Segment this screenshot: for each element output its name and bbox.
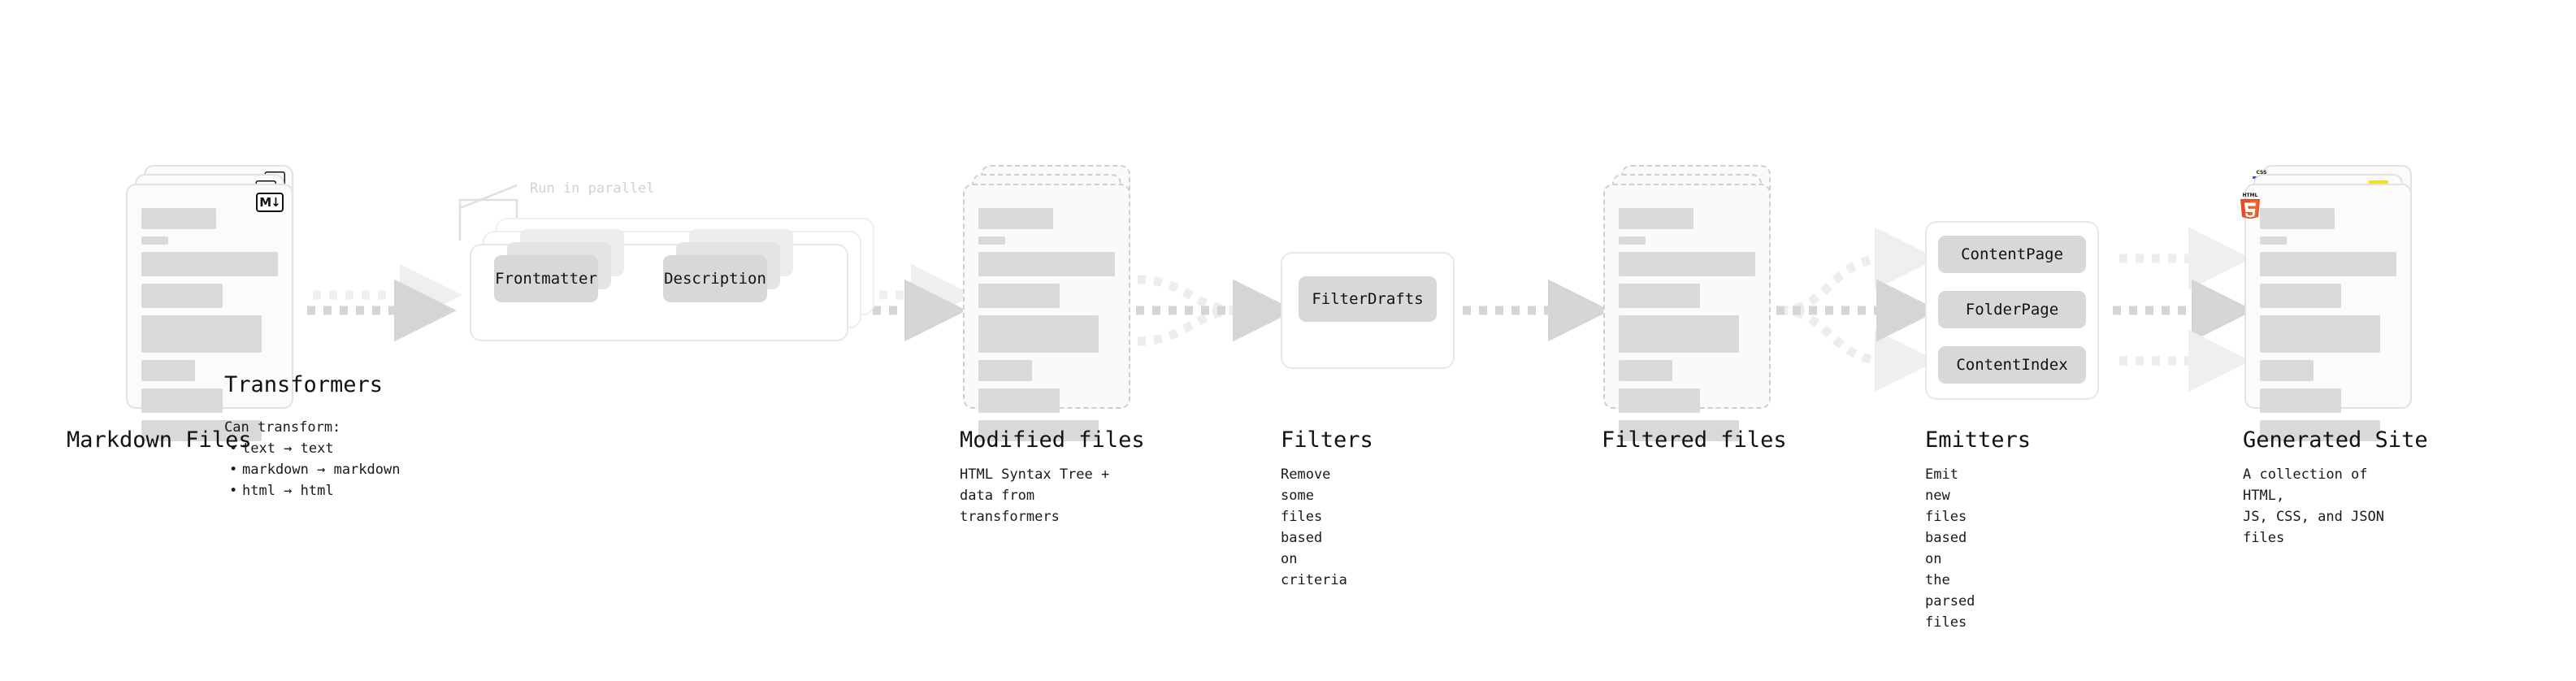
stage-subtitle-emitters: Emit new files based on the parsed files — [1925, 466, 1975, 631]
svg-text:HTML: HTML — [2243, 193, 2258, 198]
bullet-item: html → html — [229, 480, 400, 501]
emitter-chip-folderpage[interactable]: FolderPage — [1938, 291, 2086, 328]
emitter-chip-contentpage[interactable]: ContentPage — [1938, 236, 2086, 273]
transformer-chip-label: Frontmatter — [495, 270, 597, 288]
transformer-chip-description[interactable]: Description — [663, 255, 767, 302]
transformer-chip-label: Description — [664, 270, 766, 288]
bullets-lead: Can transform: — [224, 419, 341, 436]
site-card-front: HTML — [2240, 184, 2412, 441]
emitter-chip-label: ContentPage — [1961, 245, 2063, 263]
stage-title-transformers: Transformers — [224, 372, 384, 397]
stage-subtitle-modified-files: HTML Syntax Tree + data from transformer… — [960, 466, 1110, 525]
emitter-chip-label: FolderPage — [1965, 301, 2059, 319]
filtered-card-front — [1603, 184, 1771, 441]
file-content-bars — [1619, 208, 1758, 449]
arrow-emitters-to-site — [2113, 227, 2254, 393]
stage-filtered-files: Filtered files — [1602, 165, 1787, 453]
bullet-item: markdown → markdown — [229, 459, 401, 480]
file-content-bars — [978, 208, 1117, 449]
stage-subtitle-generated-site: A collection of HTML, JS, CSS, and JSON … — [2243, 466, 2384, 546]
bullet-item: text → text — [229, 438, 400, 459]
arrow-modified-to-filters — [1136, 275, 1295, 346]
file-content-bars — [2260, 208, 2399, 449]
html5-icon: HTML — [2238, 191, 2262, 219]
arrow-filtered-to-emitters — [1776, 227, 1939, 393]
stage-title-markdown-files: Markdown Files — [67, 427, 252, 453]
transformers-bullet-list: Can transform: text → text markdown → ma… — [224, 417, 400, 501]
stage-title-emitters: Emitters — [1925, 427, 2032, 453]
emitter-chip-contentindex[interactable]: ContentIndex — [1938, 346, 2086, 384]
stage-subtitle-filters: Remove some files based on criteria — [1281, 466, 1347, 588]
modified-card-front — [963, 184, 1130, 441]
stage-title-modified-files: Modified files — [960, 427, 1145, 453]
stage-modified-files: Modified files HTML Syntax Tree + data f… — [960, 165, 1145, 525]
stage-markdown-files: M↓ M↓ M↓ — [67, 165, 293, 453]
markdown-card-stack: M↓ M↓ M↓ — [126, 165, 293, 441]
emitter-chip-label: ContentIndex — [1956, 356, 2068, 374]
modified-card-stack — [963, 165, 1130, 441]
stage-generated-site: CSS HTML — [2240, 165, 2428, 546]
transformer-chip-frontmatter[interactable]: Frontmatter — [494, 255, 598, 302]
markdown-card-front: M↓ — [126, 184, 293, 441]
filtered-card-stack — [1603, 165, 1771, 441]
filter-chip-filterdrafts[interactable]: FilterDrafts — [1299, 276, 1437, 322]
file-content-bars — [141, 208, 280, 449]
arrow-markdown-to-transformers — [307, 263, 462, 342]
site-card-stack: CSS HTML — [2240, 165, 2412, 441]
markdown-icon: M↓ — [256, 193, 284, 212]
stage-title-generated-site: Generated Site — [2243, 427, 2428, 453]
run-in-parallel-label: Run in parallel — [530, 180, 655, 197]
stage-title-filters: Filters — [1281, 427, 1373, 453]
filter-chip-label: FilterDrafts — [1312, 290, 1424, 308]
stage-title-filtered-files: Filtered files — [1602, 427, 1787, 453]
